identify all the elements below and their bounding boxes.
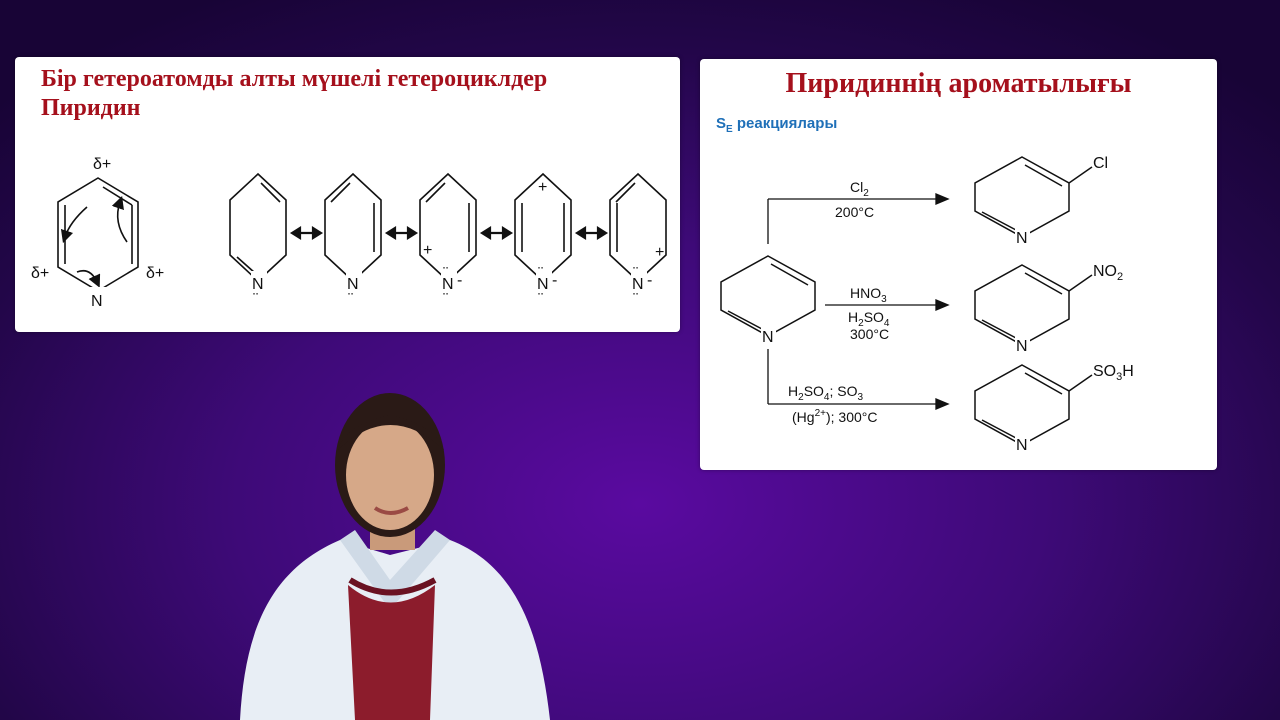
nitrogen-label: N <box>537 276 549 293</box>
minus-charge: - <box>552 272 557 289</box>
resonance-structure-1 <box>229 172 287 283</box>
nitro-substituent: NO2 <box>1093 263 1123 283</box>
pyridinesulfonic-acid-product <box>974 364 1093 446</box>
nitrogen-label: N <box>632 276 644 293</box>
nitrogen-label: N <box>1016 230 1028 247</box>
heterocycles-title: Бір гетероатомды алты мүшелі гетероциклд… <box>41 66 548 92</box>
pyridine-reactant <box>720 255 816 337</box>
chloro-substituent: Cl <box>1093 155 1108 172</box>
nitrogen-label: N <box>347 276 359 293</box>
nitrogen-label: N <box>91 293 103 310</box>
lone-pair: ¨ <box>253 291 258 308</box>
nitrogen-label: N <box>762 329 774 346</box>
temperature-200: 200°C <box>835 204 874 220</box>
lone-pair: ¨ <box>348 291 353 308</box>
minus-charge: - <box>457 272 462 289</box>
presenter-image <box>240 393 550 720</box>
nitrogen-label: N <box>442 276 454 293</box>
nitropyridine-product <box>974 264 1093 346</box>
pyridine-title: Пиридин <box>41 95 141 121</box>
polarized-pyridine <box>57 177 139 292</box>
delta-plus-right: δ+ <box>146 265 164 282</box>
se-reactions-scheme: N Cl2 200°C HNO3 H2SO4 300°C H2SO4; SO3 … <box>720 155 1134 454</box>
nitrogen-label: N <box>1016 338 1028 355</box>
nitrogen-label: N <box>1016 437 1028 454</box>
pyridine-intro-panel: Бір гетероатомды алты мүшелі гетероциклд… <box>15 57 680 332</box>
lone-pair: ¨ <box>633 265 638 282</box>
sulfonic-substituent: SO3H <box>1093 363 1134 383</box>
resonance-structures-diagram: N δ+ δ+ δ+ N ¨ N ¨ N - ¨ ¨ <box>31 156 667 310</box>
nitric-acid-reagent: HNO3 <box>850 285 887 305</box>
delta-plus-top: δ+ <box>93 156 111 173</box>
resonance-structure-2 <box>324 172 382 283</box>
pyridine-aromaticity-panel: Пиридиннің ароматылығы SE реакциялары N … <box>700 59 1217 470</box>
lone-pair: ¨ <box>538 265 543 282</box>
plus-charge: + <box>538 179 547 196</box>
se-reactions-label: SE реакциялары <box>716 115 838 135</box>
aromaticity-title: Пиридиннің ароматылығы <box>785 68 1132 99</box>
sulfuric-acid-catalyst: H2SO4 <box>848 309 890 329</box>
plus-charge: + <box>423 242 432 259</box>
temperature-300: 300°C <box>850 326 889 342</box>
nitrogen-label: N <box>252 276 264 293</box>
reaction-arrows <box>767 193 950 410</box>
minus-charge: - <box>647 272 652 289</box>
lone-pair: ¨ <box>443 265 448 282</box>
chlorine-reagent: Cl2 <box>850 179 869 199</box>
chloropyridine-product <box>974 156 1093 238</box>
plus-charge: + <box>655 244 664 261</box>
lone-pair: ¨ <box>633 291 638 308</box>
sulfonation-reagent: H2SO4; SO3 <box>788 383 864 403</box>
lone-pair: ¨ <box>538 291 543 308</box>
resonance-arrows <box>289 226 609 240</box>
mercury-catalyst-condition: (Hg2+); 300°C <box>792 408 877 425</box>
delta-plus-left: δ+ <box>31 265 49 282</box>
lone-pair: ¨ <box>443 291 448 308</box>
